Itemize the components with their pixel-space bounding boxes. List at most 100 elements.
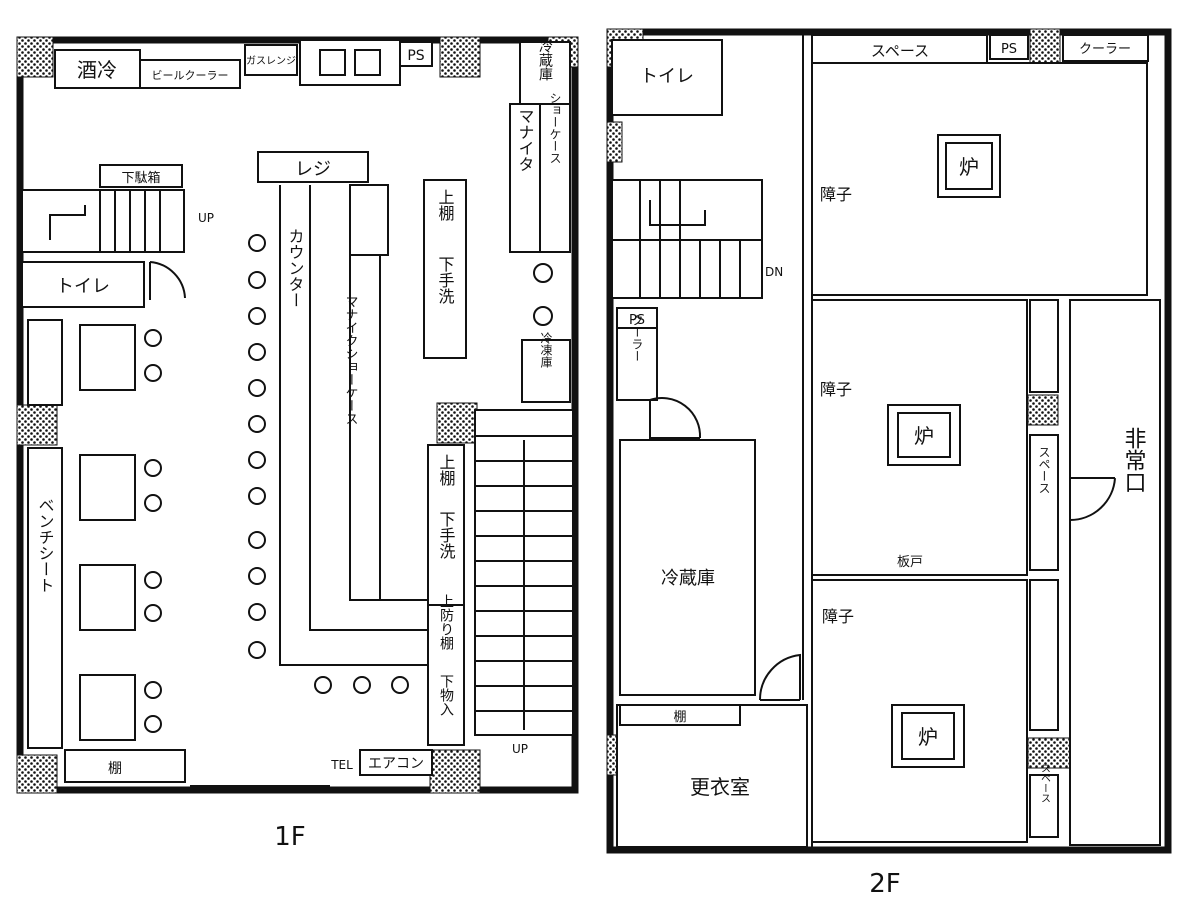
upper-shelf-2-box [427,444,465,606]
cooler-left-label: クーラー [630,314,644,362]
toilet-box [21,261,145,308]
beer-cooler-box [139,59,241,89]
hearth-1-inner [945,142,993,190]
stool [248,343,266,361]
stool [314,676,332,694]
stool [248,641,266,659]
sake-cooler-box [54,49,141,89]
space-top-label: スペース [871,42,929,60]
freezer-label: 冷凍庫 [539,332,553,369]
space-bottom-label: スペース [1039,763,1051,803]
register-label: レジ [295,159,331,180]
stool [144,494,162,512]
sake-cooler-label: 酒冷 [77,58,117,82]
stool [144,604,162,622]
lower-sink-2-label: 下手洗 [437,511,456,560]
floor1-caption: 1F [274,822,306,852]
stool [144,715,162,733]
refrigerator-label: 冷蔵庫 [537,39,553,81]
upper-shelf-label: 上棚 [436,189,455,222]
stool [248,451,266,469]
counter-inner [309,185,430,631]
shoji-1-label: 障子 [820,185,852,204]
gas-range-label: ガスレンジ [246,55,296,67]
locker-room-label: 更衣室 [690,775,750,799]
closet-low [1029,579,1059,731]
stool [391,676,409,694]
upper-shelf-3-box [427,604,465,746]
shoe-cabinet-box [99,164,183,188]
shelf-label: 棚 [673,710,686,725]
space-mid-label: スペース [1037,446,1051,494]
stool [144,329,162,347]
shoji-3-label: 障子 [822,607,854,626]
emergency-exit-label: 非常口 [1121,427,1146,493]
floor1-column-top [439,36,481,78]
floor2-column-mid [1027,394,1059,426]
showcase-label: ショーケース [548,92,562,164]
table [79,324,136,391]
ps-box [399,41,433,67]
table [79,674,136,741]
floor-2: トイレ DN PS クーラー 冷蔵庫 棚 更衣室 [606,28,1172,899]
hearth-2-label: 炉 [914,424,934,448]
toilet-label: トイレ [56,276,110,297]
cooler-top-label: クーラー [1079,42,1131,57]
ps-top-box [989,34,1029,60]
sink-box [299,39,401,86]
toilet-label: トイレ [640,66,694,87]
ps-left-label: PS [629,313,645,328]
manaita-box [509,103,541,253]
hearth-3-label: 炉 [918,725,938,749]
dn-label: DN [765,265,783,279]
stool [248,271,266,289]
up-label-right: UP [512,742,528,756]
manaita-showcase-label: マナイクショーケース [343,295,358,425]
refrigerator-box [619,439,756,696]
floor2-column-low [1027,737,1074,769]
aircon-box [359,749,433,776]
sink-basin-1 [319,49,346,76]
stool [248,531,266,549]
shelf-label: 棚 [108,761,122,777]
board-door-label: 板戸 [897,555,923,570]
showcase-box [539,103,571,253]
stair-arrow [49,205,86,240]
floor1-column-tl [16,36,54,78]
stool [144,459,162,477]
floor1-column-br [429,749,481,794]
stool [144,681,162,699]
door-swing [649,397,702,439]
ps-label: PS [407,48,424,64]
refrigerator-label: 冷蔵庫 [661,568,715,589]
bench-seat-box [27,447,63,749]
up-label-left: UP [198,211,214,225]
lower-storage-label: 下物入 [438,674,454,716]
drain-icon-2 [533,306,553,326]
stair-arrow [649,200,706,226]
bench-seat-label: ベンチシート [36,497,55,593]
stool [248,603,266,621]
space-top-box [811,34,988,64]
manaita-label: マナイタ [516,108,535,172]
floor1-column-stair [436,402,478,444]
counter-outline [279,185,430,666]
hearth-1-label: 炉 [959,155,979,179]
shelf-box [619,704,741,726]
stool [248,487,266,505]
beer-cooler-label: ビールクーラー [152,69,229,82]
toilet-box [611,39,723,116]
counter-label: カウンター [286,228,305,308]
shoe-cabinet-label: 下駄箱 [121,170,160,186]
floor2-column-top [1029,28,1061,65]
emergency-exit-zone [1069,299,1161,846]
floor-1: 酒冷 ビールクーラー ガスレンジ PS 冷蔵庫 マナイタ ショーケース 冷凍庫 … [16,36,579,852]
stool [248,379,266,397]
freezer-box [521,339,571,403]
stool [248,415,266,433]
stool [144,571,162,589]
shelf-box [64,749,186,783]
door-swing [758,653,801,701]
toilet-door-swing [149,261,186,300]
